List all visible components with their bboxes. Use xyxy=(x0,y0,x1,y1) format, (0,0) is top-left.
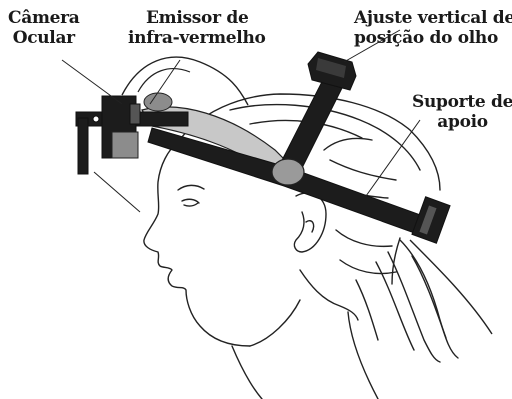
emitter-label: Emissor de infra-vermelho xyxy=(128,8,266,48)
neck-front xyxy=(232,346,262,399)
camera-label-line2: Ocular xyxy=(8,28,80,48)
emitter-label-line1: Emissor de xyxy=(128,8,266,28)
ir-emitter xyxy=(144,93,172,111)
support-label-line2: apoio xyxy=(412,112,512,132)
jaw-line xyxy=(250,300,300,346)
front-drop-arm xyxy=(78,118,88,174)
vertical-adjust-label-line1: Ajuste vertical de xyxy=(354,8,512,28)
camera-label-line1: Câmera xyxy=(8,8,80,28)
vertical-adjust-label: Ajuste vertical de posição do olho xyxy=(354,8,512,48)
face-profile xyxy=(144,142,250,346)
support-label-line1: Suporte de xyxy=(412,92,512,112)
support-label: Suporte de apoio xyxy=(412,92,512,132)
eye xyxy=(182,199,199,206)
joint-disk xyxy=(272,159,304,185)
camera-leader xyxy=(62,60,122,104)
emitter-label-line2: infra-vermelho xyxy=(128,28,266,48)
camera-label: Câmera Ocular xyxy=(8,8,80,48)
ear xyxy=(294,193,326,252)
eyebrow xyxy=(178,185,204,190)
vertical-adjust-label-line2: posição do olho xyxy=(354,28,512,48)
gaze-line xyxy=(94,172,140,212)
